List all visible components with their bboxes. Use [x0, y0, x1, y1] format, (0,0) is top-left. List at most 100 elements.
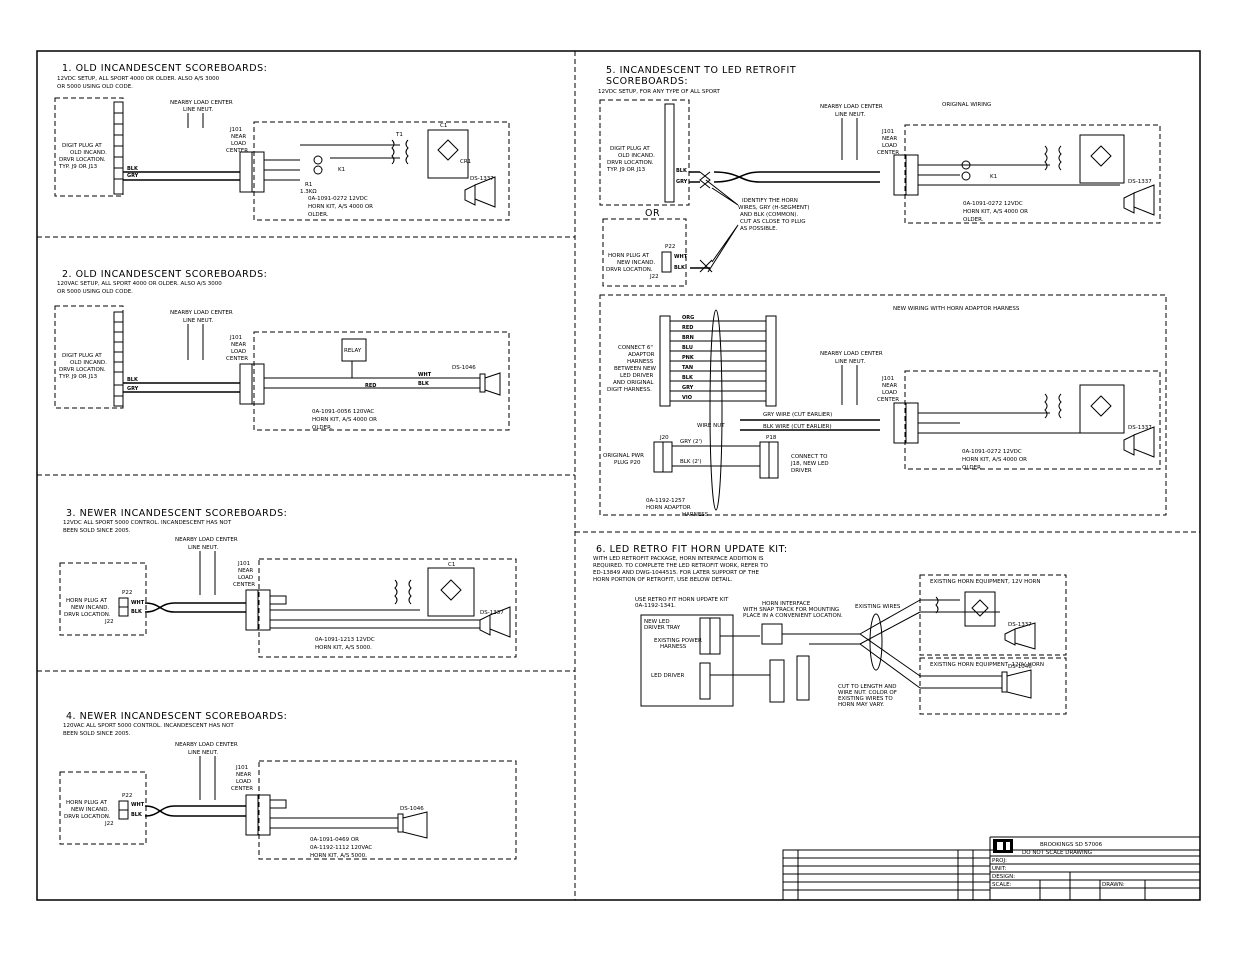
svg-text:HORN KIT, A/S 4000 OR: HORN KIT, A/S 4000 OR	[962, 457, 1027, 463]
svg-text:BLK (2'): BLK (2')	[680, 459, 702, 465]
svg-text:CENTER: CENTER	[233, 582, 255, 588]
svg-text:HORN PLUG AT: HORN PLUG AT	[66, 598, 108, 604]
svg-text:AND ORIGINAL: AND ORIGINAL	[613, 380, 654, 386]
svg-text:SCOREBOARDS:: SCOREBOARDS:	[606, 76, 688, 87]
svg-text:OLD INCAND.: OLD INCAND.	[70, 360, 107, 366]
svg-text:DRIVER: DRIVER	[791, 468, 812, 474]
svg-text:0A-1091-0056 120VAC: 0A-1091-0056 120VAC	[312, 409, 374, 415]
svg-text:TAN: TAN	[682, 365, 693, 371]
svg-text:120VAC SETUP, ALL SPORT 4000 O: 120VAC SETUP, ALL SPORT 4000 OR OLDER. A…	[57, 281, 222, 287]
svg-text:NEARBY LOAD CENTER: NEARBY LOAD CENTER	[170, 310, 233, 316]
svg-text:LINE NEUT.: LINE NEUT.	[835, 359, 865, 365]
svg-text:P18: P18	[766, 435, 777, 441]
svg-text:NEAR: NEAR	[882, 383, 897, 389]
svg-text:HORN KIT, A/S 5000.: HORN KIT, A/S 5000.	[310, 853, 367, 859]
svg-text:GRY WIRE (CUT EARLIER): GRY WIRE (CUT EARLIER)	[763, 412, 832, 418]
svg-text:C1: C1	[448, 562, 455, 568]
svg-text:DRVR LOCATION.: DRVR LOCATION.	[607, 160, 654, 166]
svg-text:K1: K1	[990, 174, 997, 180]
svg-text:NEW INCAND.: NEW INCAND.	[617, 260, 655, 266]
svg-text:PLACE IN A CONVENIENT LOCATION: PLACE IN A CONVENIENT LOCATION.	[743, 613, 843, 619]
svg-text:NEAR: NEAR	[231, 134, 246, 140]
svg-text:T1: T1	[395, 132, 403, 138]
svg-text:GRY (2'): GRY (2')	[680, 439, 702, 445]
svg-text:BLK: BLK	[131, 609, 143, 615]
svg-text:PROJ:: PROJ:	[992, 858, 1007, 864]
svg-text:CENTER: CENTER	[877, 150, 899, 156]
svg-text:J101: J101	[229, 127, 242, 133]
svg-text:LINE NEUT.: LINE NEUT.	[183, 107, 213, 113]
svg-text:DIGIT HARNESS.: DIGIT HARNESS.	[607, 387, 652, 393]
svg-text:RELAY: RELAY	[344, 348, 362, 354]
svg-text:DIGIT PLUG AT: DIGIT PLUG AT	[610, 146, 650, 152]
svg-text:HORN INTERFACE: HORN INTERFACE	[762, 601, 811, 607]
svg-text:OR 5000 USING OLD CODE.: OR 5000 USING OLD CODE.	[57, 84, 133, 90]
svg-text:HORN PLUG AT: HORN PLUG AT	[66, 800, 108, 806]
svg-text:HORN KIT, A/S 4000 OR: HORN KIT, A/S 4000 OR	[308, 204, 373, 210]
svg-text:EXISTING WIRES TO: EXISTING WIRES TO	[838, 696, 893, 702]
svg-text:CONNECT 6": CONNECT 6"	[618, 345, 653, 351]
section-5-led-retrofit: 5. INCANDESCENT TO LED RETROFIT SCOREBOA…	[598, 65, 1167, 518]
svg-text:HORN PORTION OF RETROFIT, USE: HORN PORTION OF RETROFIT, USE BELOW DETA…	[593, 577, 733, 583]
svg-text:HORN PLUG AT: HORN PLUG AT	[608, 253, 650, 259]
svg-text:DRAWN:: DRAWN:	[1102, 882, 1125, 888]
section-6-led-retrofit-horn-update-kit: 6. LED RETRO FIT HORN UPDATE KIT: WITH L…	[593, 544, 1067, 715]
svg-text:HORN KIT, A/S 4000 OR: HORN KIT, A/S 4000 OR	[963, 209, 1028, 215]
svg-text:LOAD: LOAD	[231, 349, 246, 355]
svg-text:CENTER: CENTER	[226, 148, 248, 154]
svg-text:J22: J22	[104, 619, 114, 625]
svg-text:GRY: GRY	[682, 385, 694, 391]
svg-text:12VDC SETUP, FOR ANY TYPE OF A: 12VDC SETUP, FOR ANY TYPE OF ALL SPORT	[598, 89, 720, 95]
svg-text:TYP. J9 OR J13: TYP. J9 OR J13	[606, 167, 646, 173]
svg-text:DS-1046: DS-1046	[400, 806, 424, 812]
svg-text:GRY: GRY	[127, 173, 139, 179]
svg-text:NEARBY LOAD CENTER: NEARBY LOAD CENTER	[170, 100, 233, 106]
svg-text:DS-1337: DS-1337	[480, 610, 504, 616]
svg-text:LED DRIVER: LED DRIVER	[651, 673, 684, 679]
svg-text:NEW INCAND.: NEW INCAND.	[71, 807, 109, 813]
svg-text:P22: P22	[122, 793, 132, 799]
svg-text:J101: J101	[229, 335, 242, 341]
svg-text:NEW WIRING WITH HORN ADAPTOR H: NEW WIRING WITH HORN ADAPTOR HARNESS	[893, 306, 1020, 312]
svg-text:CR1: CR1	[460, 159, 471, 165]
svg-text:IDENTIFY THE HORN: IDENTIFY THE HORN	[742, 198, 798, 204]
svg-text:OLD INCAND.: OLD INCAND.	[70, 150, 107, 156]
svg-text:NEARBY LOAD CENTER: NEARBY LOAD CENTER	[175, 537, 238, 543]
adaptor-harness-wires: ORG RED BRN BLU PNK TAN BLK GRY VIO	[670, 315, 766, 402]
svg-text:VIO: VIO	[682, 395, 692, 401]
svg-text:BLK: BLK	[127, 377, 139, 383]
svg-text:USE RETRO FIT HORN UPDATE KIT: USE RETRO FIT HORN UPDATE KIT	[635, 597, 729, 603]
svg-text:EXISTING WIRES: EXISTING WIRES	[855, 604, 901, 610]
svg-text:AS POSSIBLE.: AS POSSIBLE.	[740, 226, 778, 232]
svg-text:PLUG P20: PLUG P20	[614, 460, 641, 466]
svg-text:DS-1337: DS-1337	[470, 176, 494, 182]
svg-text:HORN MAY VARY.: HORN MAY VARY.	[838, 702, 884, 708]
svg-text:WHT: WHT	[418, 372, 432, 378]
svg-text:P22: P22	[122, 590, 132, 596]
svg-text:LOAD: LOAD	[231, 141, 246, 147]
svg-text:HORN KIT, A/S 5000.: HORN KIT, A/S 5000.	[315, 645, 372, 651]
svg-text:REQUIRED. TO COMPLETE THE LED: REQUIRED. TO COMPLETE THE LED RETROFIT W…	[593, 563, 769, 569]
svg-text:HARNESS: HARNESS	[660, 644, 687, 650]
svg-text:DRVR LOCATION.: DRVR LOCATION.	[59, 367, 106, 373]
svg-text:OLDER.: OLDER.	[308, 212, 329, 218]
svg-text:BRN: BRN	[682, 335, 694, 341]
svg-text:DRVR LOCATION.: DRVR LOCATION.	[64, 814, 111, 820]
svg-text:EXISTING HORN EQUIPMENT, 12V H: EXISTING HORN EQUIPMENT, 12V HORN	[930, 579, 1040, 585]
svg-text:LOAD: LOAD	[882, 143, 897, 149]
section-5-title: 5. INCANDESCENT TO LED RETROFIT	[606, 65, 796, 76]
svg-text:OR 5000 USING OLD CODE.: OR 5000 USING OLD CODE.	[57, 289, 133, 295]
company-logo	[993, 839, 1013, 853]
svg-text:0A-1091-0272 12VDC: 0A-1091-0272 12VDC	[962, 449, 1022, 455]
svg-text:HARNESS: HARNESS	[627, 359, 654, 365]
section-2-old-incandescent-120vac: 2. OLD INCANDESCENT SCOREBOARDS: 120VAC …	[54, 269, 510, 431]
section-4-title: 4. NEWER INCANDESCENT SCOREBOARDS:	[66, 711, 287, 722]
svg-text:NEW LED: NEW LED	[644, 619, 670, 625]
svg-text:PNK: PNK	[682, 355, 695, 361]
svg-text:ORG: ORG	[682, 315, 694, 321]
svg-text:LED DRIVER: LED DRIVER	[620, 373, 653, 379]
svg-text:J18, NEW LED: J18, NEW LED	[790, 461, 829, 467]
svg-text:BETWEEN NEW: BETWEEN NEW	[614, 366, 656, 372]
svg-text:GRY: GRY	[127, 386, 139, 392]
svg-text:CONNECT TO: CONNECT TO	[791, 454, 828, 460]
